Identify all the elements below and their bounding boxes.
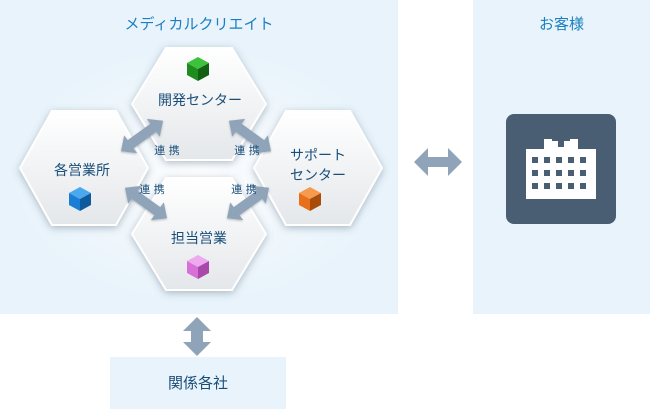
partners-link-arrow xyxy=(183,317,211,356)
partners-panel xyxy=(110,357,286,409)
client-link-arrow xyxy=(414,148,462,176)
cube-icon-dev-center xyxy=(187,57,209,81)
link-arrow-branches-sales xyxy=(124,185,168,221)
link-arrow-branches-dev xyxy=(120,118,164,154)
hex-branches xyxy=(18,110,150,226)
link-label-branches-dev: 連 携 xyxy=(154,143,180,157)
cube-icon-branches xyxy=(69,187,91,211)
partners-title: 関係各社 xyxy=(167,374,228,392)
link-label-branches-sales: 連 携 xyxy=(139,182,165,196)
hex-support-center xyxy=(252,110,384,226)
node-label-dev-center: 開発センター xyxy=(158,93,242,109)
link-label-sales-support: 連 携 xyxy=(231,182,257,196)
cube-icon-support-center xyxy=(299,187,321,211)
link-arrow-sales-support xyxy=(226,185,270,221)
client-title: お客様 xyxy=(538,15,584,33)
cube-icon-sales-rep xyxy=(187,255,209,279)
hospital-icon xyxy=(506,114,616,224)
link-label-dev-support: 連 携 xyxy=(234,143,260,157)
node-label-branches: 各営業所 xyxy=(54,163,110,179)
node-label-support-line1: サポート xyxy=(290,148,346,164)
node-label-support-line2: センター xyxy=(290,168,346,184)
link-arrow-dev-support xyxy=(228,118,272,154)
company-title: メディカルクリエイト xyxy=(124,15,274,33)
node-label-sales-rep: 担当営業 xyxy=(171,231,227,247)
